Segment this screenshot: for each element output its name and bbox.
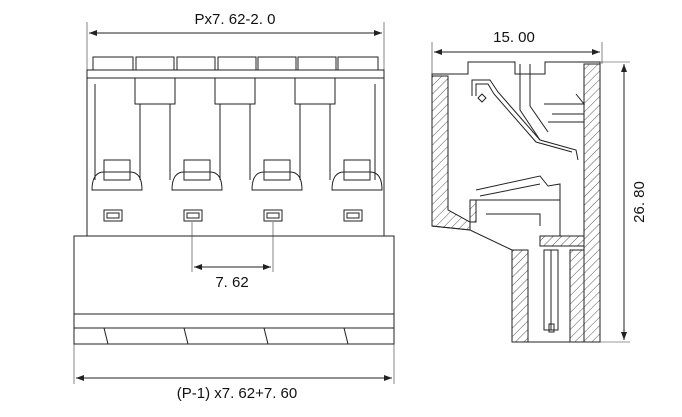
front-view: Px7. 62-2. 0 bbox=[73, 11, 395, 402]
top-rail bbox=[86, 69, 385, 79]
hatched-walls bbox=[431, 63, 601, 343]
lower-housing bbox=[73, 235, 395, 345]
wire-entry-2 bbox=[171, 159, 223, 191]
side-height-dimension: 26. 80 bbox=[600, 61, 648, 343]
wire-entry-1 bbox=[91, 159, 143, 191]
wire-entry-funnels bbox=[91, 159, 383, 191]
bottom-width-dimension: (P-1) x7. 62+7. 60 bbox=[73, 344, 395, 402]
spring-contact bbox=[471, 64, 586, 333]
test-windows bbox=[103, 209, 363, 222]
lower-ribs bbox=[74, 313, 394, 345]
bottom-width-label: (P-1) x7. 62+7. 60 bbox=[177, 385, 297, 402]
top-width-dimension: Px7. 62-2. 0 bbox=[86, 11, 385, 70]
side-width-label: 15. 00 bbox=[493, 29, 535, 46]
side-view: 15. 00 bbox=[431, 29, 648, 343]
side-height-label: 26. 80 bbox=[631, 181, 648, 223]
pitch-dimension: 7. 62 bbox=[191, 222, 274, 291]
clamp-slots bbox=[94, 77, 376, 180]
pitch-label: 7. 62 bbox=[215, 274, 248, 291]
side-width-dimension: 15. 00 bbox=[431, 29, 603, 80]
wire-entry-3 bbox=[251, 159, 303, 191]
wire-entry-4 bbox=[331, 159, 383, 191]
top-width-label: Px7. 62-2. 0 bbox=[195, 11, 276, 28]
top-teeth bbox=[92, 56, 379, 71]
